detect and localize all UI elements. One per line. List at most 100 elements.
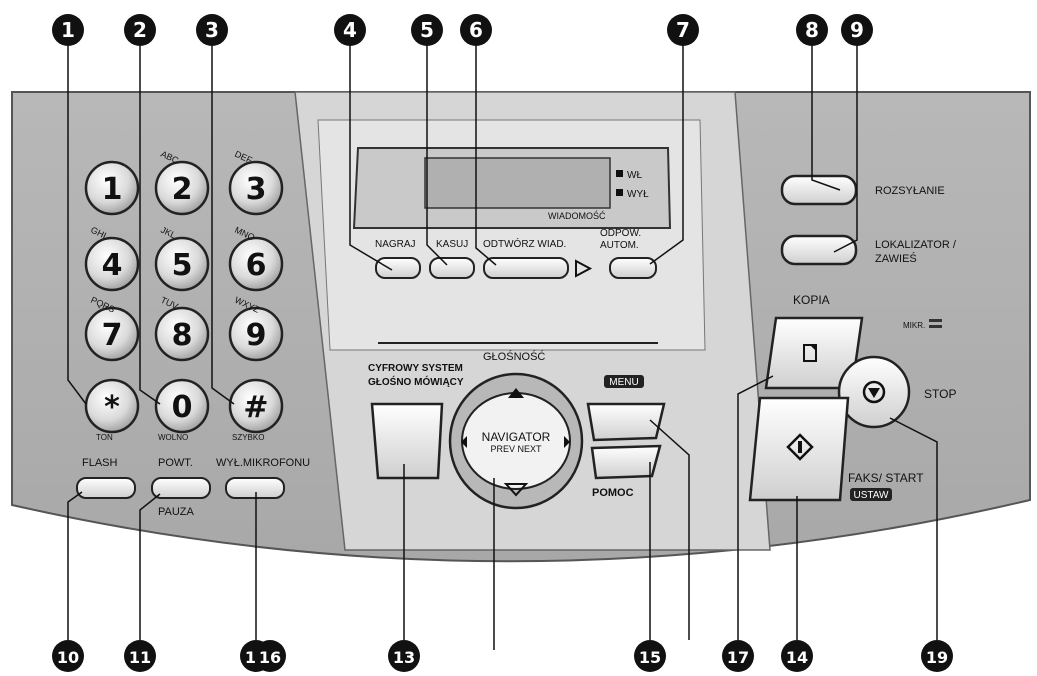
help-label: POMOC (592, 487, 634, 499)
svg-text:17: 17 (727, 648, 749, 667)
start-icon (786, 433, 814, 461)
flash-label: FLASH (82, 457, 118, 469)
svg-text:8: 8 (805, 18, 819, 42)
menu-button[interactable] (586, 402, 666, 442)
keypad-key-12[interactable]: # (228, 378, 284, 434)
erase-label: KASUJ (436, 239, 468, 250)
help-button[interactable] (590, 444, 662, 480)
next-arrow-icon (564, 436, 570, 448)
keypad-digit: 8 (172, 318, 193, 353)
svg-text:5: 5 (420, 18, 434, 42)
speakerphone-label-line1: CYFROWY SYSTEM (368, 363, 463, 374)
keypad-key-11[interactable]: 0 (154, 378, 210, 434)
led-off-indicator (616, 189, 623, 196)
broadcast-label: ROZSYŁANIE (875, 185, 945, 197)
svg-text:15: 15 (639, 648, 661, 667)
callout-11: 11 (124, 640, 156, 672)
locator-label-line1: LOKALIZATOR / (875, 239, 957, 251)
navigator-label: NAVIGATOR (482, 430, 551, 444)
navigator-sublabel: PREV NEXT (490, 444, 542, 454)
prev-arrow-icon (461, 436, 467, 448)
svg-text:19: 19 (926, 648, 948, 667)
callout-4: 4 (334, 14, 366, 46)
play-messages-button[interactable] (483, 257, 569, 279)
callout-16: 16 (254, 640, 286, 672)
auto-answer-label-line1: ODPOW. (600, 228, 641, 239)
led-on-label: WŁ (627, 170, 642, 181)
callout-1: 1 (52, 14, 84, 46)
broadcast-button[interactable] (780, 174, 858, 206)
keypad-key-1[interactable]: 1 (84, 160, 140, 216)
display-window: WŁ WYŁ WIADOMOŚĆ (352, 147, 672, 229)
locator-label-line2: ZAWIEŚ (875, 252, 917, 265)
answering-buttons: NAGRAJ KASUJ ODTWÓRZ WIAD. ODPOW. AUTOM. (375, 228, 657, 279)
mic-icon (929, 319, 942, 322)
callout-2: 2 (124, 14, 156, 46)
svg-text:1: 1 (61, 18, 75, 42)
keypad-digit: 6 (246, 248, 267, 283)
callout-9: 9 (841, 14, 873, 46)
flash-button[interactable] (76, 477, 136, 499)
callout-markers: 123456789101112161315171419 (52, 14, 953, 672)
svg-text:7: 7 (676, 18, 690, 42)
locator-button[interactable] (780, 234, 858, 266)
fast-label: SZYBKO (232, 433, 264, 442)
play-icon (575, 259, 593, 278)
svg-text:16: 16 (259, 648, 281, 667)
fax-start-label: FAKS/ START (848, 471, 924, 485)
keypad-digit: 5 (172, 248, 193, 283)
menu-help-buttons: MENU POMOC (586, 375, 666, 499)
callout-19: 19 (921, 640, 953, 672)
callout-14: 14 (781, 640, 813, 672)
keypad-digit: 3 (246, 172, 267, 207)
right-panel: ROZSYŁANIE LOKALIZATOR / ZAWIEŚ KOPIA MI… (748, 174, 957, 502)
keypad-key-10[interactable]: * (84, 378, 140, 434)
callout-3: 3 (196, 14, 228, 46)
keypad-digit: # (243, 390, 268, 425)
keypad-digit: 0 (172, 390, 193, 425)
redial-pause-button[interactable] (151, 477, 211, 499)
volume-down-icon (503, 483, 529, 497)
led-on-indicator (616, 170, 623, 177)
mute-button[interactable] (225, 477, 285, 499)
menu-tag (604, 375, 644, 388)
svg-text:4: 4 (343, 18, 357, 42)
callout-13: 13 (388, 640, 420, 672)
menu-label: MENU (609, 377, 638, 388)
record-button[interactable] (375, 257, 421, 279)
keypad-digit: 2 (172, 172, 193, 207)
speakerphone-button[interactable] (370, 402, 444, 480)
callout-17: 17 (722, 640, 754, 672)
erase-button[interactable] (429, 257, 475, 279)
left-function-buttons: FLASH POWT. PAUZA WYŁ.MIKROFONU (76, 457, 310, 518)
record-label: NAGRAJ (375, 239, 416, 250)
speakerphone-label-line2: GŁOŚNO MÓWIĄCY (368, 375, 464, 388)
keypad-digit: 4 (102, 248, 123, 283)
navigator-control: GŁOŚNOŚĆ NAVIGATOR PREV NEXT (448, 350, 584, 510)
callout-15: 15 (634, 640, 666, 672)
svg-text:10: 10 (57, 648, 79, 667)
set-tag (850, 488, 892, 501)
svg-text:6: 6 (469, 18, 483, 42)
svg-text:11: 11 (129, 648, 151, 667)
auto-answer-label-line2: AUTOM. (600, 240, 639, 251)
keypad-digit: * (104, 390, 120, 425)
stop-icon (862, 380, 886, 404)
copy-label: KOPIA (793, 293, 830, 307)
mute-label: WYŁ.MIKROFONU (216, 457, 310, 469)
play-label: ODTWÓRZ WIAD. (483, 237, 566, 250)
auto-answer-button[interactable] (609, 257, 657, 279)
callout-10: 10 (52, 640, 84, 672)
tone-label: TON (96, 433, 113, 442)
redial-label: POWT. (158, 457, 193, 469)
slow-label: WOLNO (158, 433, 188, 442)
